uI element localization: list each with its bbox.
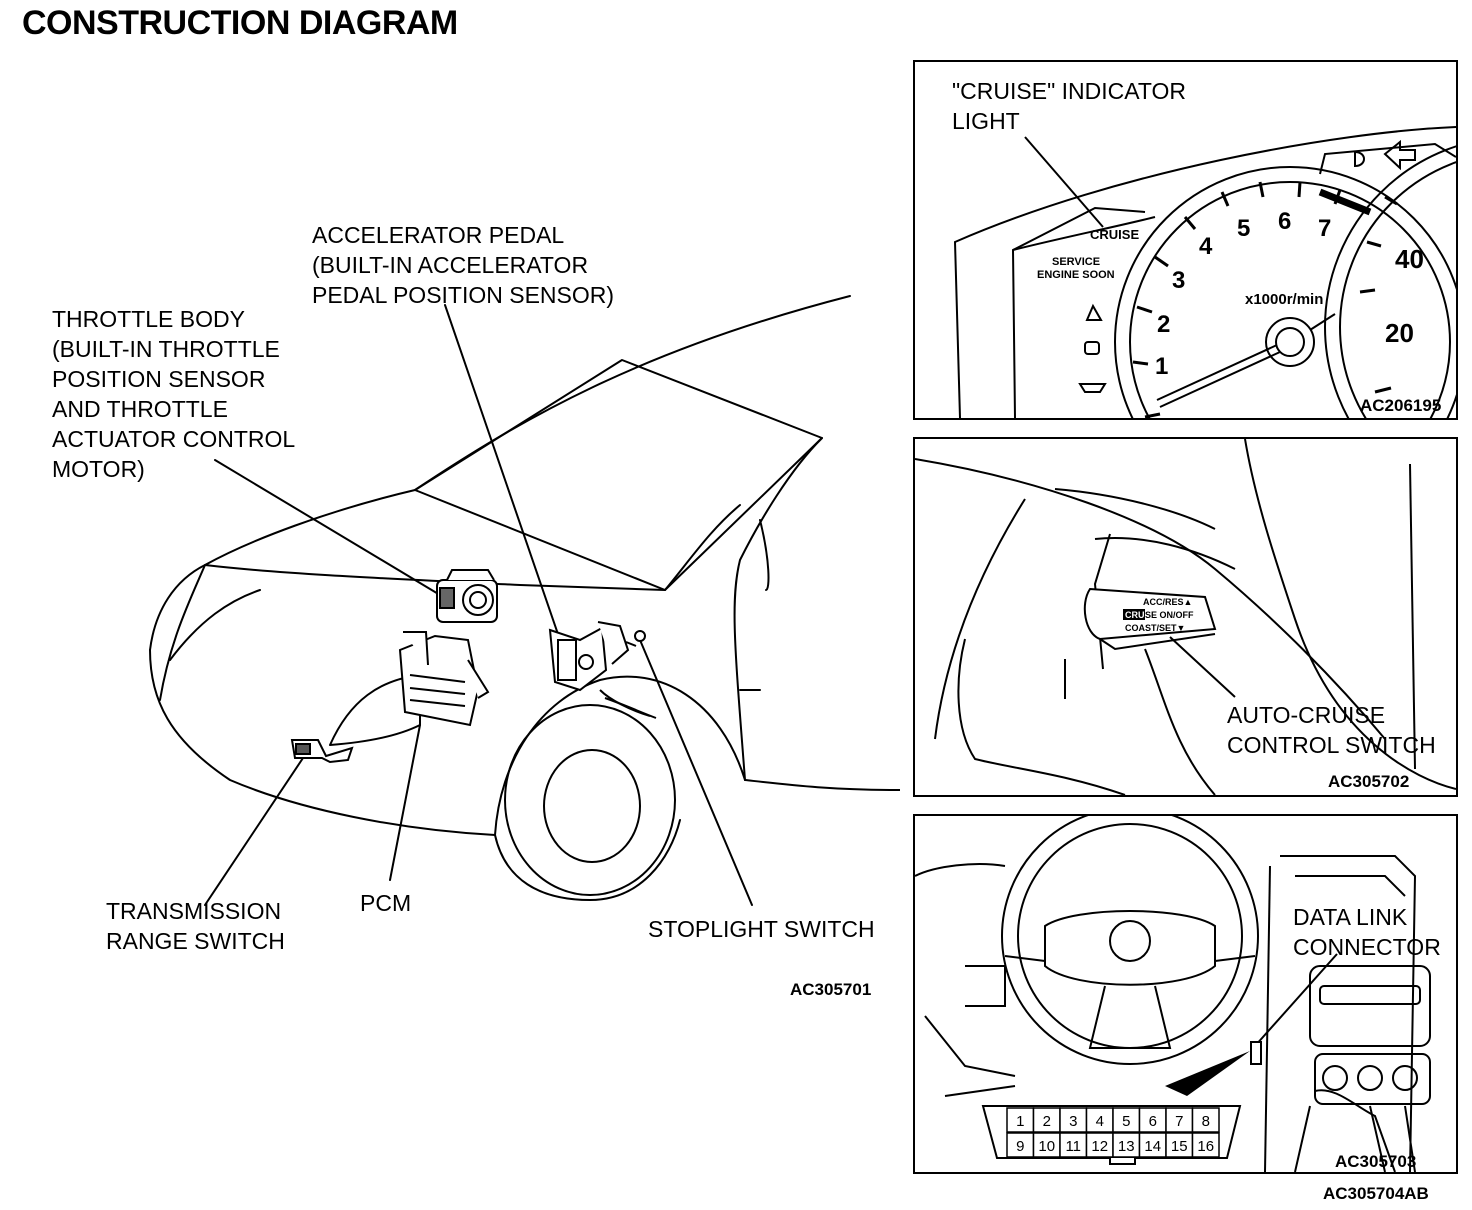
- pcm-label: PCM: [360, 890, 412, 916]
- pcm-part: [398, 631, 490, 727]
- tach-number-4: 4: [1199, 233, 1213, 260]
- dlc-pin-number: 12: [1091, 1138, 1108, 1155]
- dlc-pin-number: 14: [1144, 1138, 1161, 1155]
- dlc-pin-cell: [1032, 1132, 1061, 1158]
- cluster-panel: CRUISE SERVICE ENGINE SOON 1 2 3 4 5 6 7…: [913, 60, 1458, 420]
- cluster-figure-code: AC206195: [1360, 396, 1442, 415]
- main-figure-code: AC305701: [790, 980, 872, 999]
- tach-number-7: 7: [1318, 215, 1331, 242]
- dlc-pin-number: 8: [1202, 1113, 1210, 1130]
- switch-text-acc: ACC/RES▲: [1143, 597, 1192, 607]
- dlc-pin-cell: [1059, 1132, 1088, 1158]
- cruise-indicator-label: "CRUISE" INDICATOR LIGHT: [952, 78, 1186, 134]
- cruise-indicator-text: CRUISE: [1090, 227, 1139, 242]
- dlc-pin-number: 13: [1118, 1138, 1135, 1155]
- transmission-range-switch-part: [290, 739, 354, 764]
- dlc-pin-number: 16: [1197, 1138, 1214, 1155]
- accelerator-pedal-part: [548, 621, 657, 719]
- dlc-pin-number: 10: [1038, 1138, 1055, 1155]
- service-engine-soon-text: SERVICE: [1052, 256, 1100, 268]
- throttle-body-label: THROTTLE BODY (BUILT-IN THROTTLE POSITIO…: [52, 306, 296, 482]
- dlc-pin-cell: [1191, 1107, 1220, 1133]
- dlc-pin-number: 15: [1171, 1138, 1188, 1155]
- page-title: CONSTRUCTION DIAGRAM: [22, 4, 458, 42]
- data-link-connector-label: DATA LINK CONNECTOR: [1293, 904, 1441, 960]
- dlc-pin-number: 6: [1149, 1113, 1157, 1130]
- dlc-pin-cell: [1112, 1132, 1141, 1158]
- dlc-pin-cell: [1138, 1132, 1167, 1158]
- overall-figure-code: AC305704AB: [1323, 1184, 1429, 1203]
- speed-number-20: 20: [1385, 318, 1414, 348]
- dlc-pin-cell: [1191, 1132, 1220, 1158]
- switch-panel: ACC/RES▲ CRUI SE ON/OFF COAST/SET▼ AUTO-…: [913, 437, 1458, 797]
- tach-number-3: 3: [1172, 267, 1185, 294]
- tach-number-2: 2: [1157, 311, 1170, 338]
- tach-number-5: 5: [1237, 215, 1250, 242]
- svg-text:CRUI: CRUI: [1125, 610, 1147, 620]
- stoplight-switch-part: [625, 630, 646, 647]
- dlc-pin-cell: [1006, 1107, 1035, 1133]
- transmission-range-switch-label: TRANSMISSION RANGE SWITCH: [106, 898, 285, 954]
- switch-text-coast: COAST/SET▼: [1125, 623, 1185, 633]
- accelerator-pedal-label: ACCELERATOR PEDAL (BUILT-IN ACCELERATOR …: [312, 222, 615, 308]
- switch-figure-code: AC305702: [1328, 772, 1410, 791]
- dlc-pin-cell: [1032, 1107, 1061, 1133]
- dlc-pin-number: 4: [1096, 1113, 1104, 1130]
- auto-cruise-switch-label: AUTO-CRUISE CONTROL SWITCH: [1227, 702, 1436, 758]
- dlc-pin-cell: [1165, 1107, 1194, 1133]
- dlc-pin-number: 9: [1016, 1138, 1024, 1155]
- svg-text:ENGINE SOON: ENGINE SOON: [1037, 269, 1115, 281]
- dlc-pin-number: 3: [1069, 1113, 1077, 1130]
- speed-number-40: 40: [1395, 244, 1424, 274]
- dlc-pin-number: 2: [1043, 1113, 1051, 1130]
- tach-unit-text: x1000r/min: [1245, 291, 1323, 308]
- tach-number-6: 6: [1278, 208, 1291, 235]
- svg-text:SE ON/OFF: SE ON/OFF: [1145, 610, 1194, 620]
- dlc-pin-number: 1: [1016, 1113, 1024, 1130]
- dash-figure-code: AC305703: [1335, 1152, 1417, 1171]
- throttle-body-part: [436, 569, 498, 623]
- dlc-pin-number: 7: [1175, 1113, 1183, 1130]
- car-diagram: [149, 295, 900, 906]
- stoplight-switch-label: STOPLIGHT SWITCH: [648, 916, 875, 942]
- dlc-pin-number: 5: [1122, 1113, 1130, 1130]
- dlc-pin-number: 11: [1065, 1138, 1081, 1155]
- tach-number-1: 1: [1155, 353, 1168, 380]
